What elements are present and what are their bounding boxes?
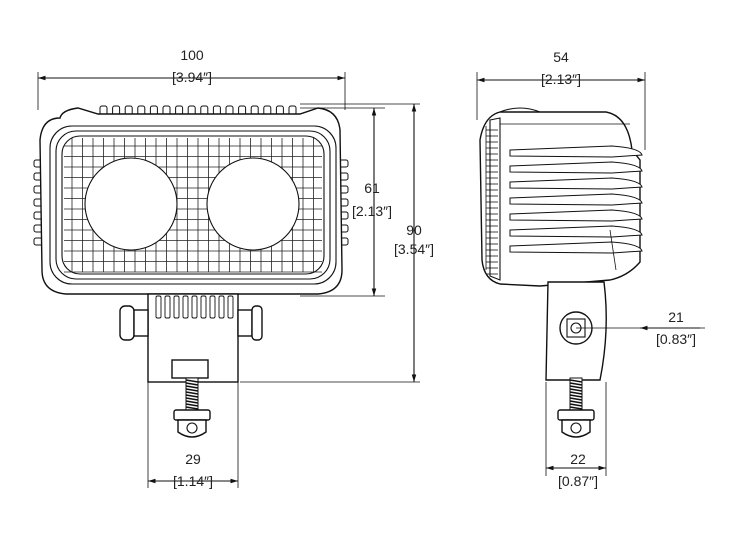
lens-height-in: [2.13″] [352, 203, 392, 219]
stud-thread [185, 391, 199, 395]
bracket-rib [200, 295, 207, 319]
side-bracket-width-in: [0.87″] [558, 473, 598, 489]
mount-offset-in: [0.83″] [656, 331, 696, 347]
side-fin [509, 177, 643, 190]
bracket-nut-housing [171, 359, 209, 379]
stud-thread [185, 406, 199, 410]
dim-side-bracket-width: 22 [0.87″] [545, 382, 607, 489]
dim-front-lens-height: 61 [2.13″] [300, 107, 392, 297]
side-fin [509, 161, 643, 174]
dim-mount-offset: 21 [0.83″] [576, 309, 705, 347]
side-fin [509, 209, 643, 222]
bracket-rib [173, 295, 180, 319]
bracket-rib [182, 295, 189, 319]
front-width-in: [3.94″] [172, 69, 212, 85]
stud-thread [569, 388, 583, 392]
stud-thread [185, 403, 199, 407]
side-bracket-width-mm: 22 [570, 451, 586, 467]
right-bolt-washer [237, 309, 253, 337]
bracket-rib [191, 295, 198, 319]
stud-thread [185, 379, 199, 383]
stud-thread [185, 382, 199, 386]
side-depth-mm: 54 [553, 49, 569, 65]
front-bracket [119, 293, 263, 438]
bracket-rib [218, 295, 225, 319]
stud-thread [569, 391, 583, 395]
bracket-width-mm: 29 [185, 451, 201, 467]
front-nut-hole [186, 422, 198, 434]
total-height-mm: 90 [406, 222, 422, 238]
front-width-mm: 100 [180, 47, 204, 63]
side-fin-edge [609, 229, 617, 271]
side-nut-hole [570, 422, 582, 434]
left-bolt-washer [133, 309, 149, 337]
bracket-rib [164, 295, 171, 319]
side-view [479, 107, 643, 438]
dim-front-width: 100 [3.94″] [37, 47, 346, 110]
side-washer [557, 409, 595, 421]
side-fin [509, 225, 643, 238]
side-nut [561, 419, 591, 438]
side-lens-grid [486, 129, 498, 275]
bracket-rib [209, 295, 216, 319]
stud-thread [185, 394, 199, 398]
left-bolt-head [119, 305, 135, 341]
front-stud [185, 377, 199, 411]
side-lens-face [489, 117, 501, 281]
mount-offset-mm: 21 [668, 309, 684, 325]
stud-thread [569, 385, 583, 389]
stud-thread [185, 400, 199, 404]
dim-front-total-height: 90 [3.54″] [240, 103, 434, 383]
front-nut [177, 419, 207, 438]
stud-thread [569, 406, 583, 410]
front-washer [173, 409, 211, 421]
lens-height-mm: 61 [364, 180, 380, 196]
stud-thread [569, 379, 583, 383]
front-view [33, 105, 349, 438]
stud-thread [185, 388, 199, 392]
stud-thread [569, 394, 583, 398]
right-optic [206, 157, 300, 251]
stud-thread [185, 385, 199, 389]
left-optic [84, 157, 178, 251]
stud-thread [569, 403, 583, 407]
stud-thread [569, 382, 583, 386]
dim-side-depth: 54 [2.13″] [476, 49, 646, 150]
side-depth-in: [2.13″] [541, 71, 581, 87]
side-top-cap [499, 107, 541, 113]
front-lens [61, 135, 325, 275]
total-height-in: [3.54″] [394, 241, 434, 257]
right-bolt-head [251, 305, 263, 341]
dim-bracket-width: 29 [1.14″] [147, 382, 239, 489]
side-fin [509, 193, 643, 206]
side-stud [569, 377, 583, 411]
bracket-rib [227, 295, 234, 319]
front-bezel [49, 125, 337, 285]
side-body-fins [509, 145, 643, 271]
front-bezel-inner [55, 130, 331, 280]
stud-thread [569, 400, 583, 404]
side-fin [509, 241, 643, 254]
bracket-rib [155, 295, 162, 319]
stud-thread [569, 397, 583, 401]
stud-thread [185, 397, 199, 401]
bracket-width-in: [1.14″] [173, 473, 213, 489]
side-fin [509, 145, 643, 158]
